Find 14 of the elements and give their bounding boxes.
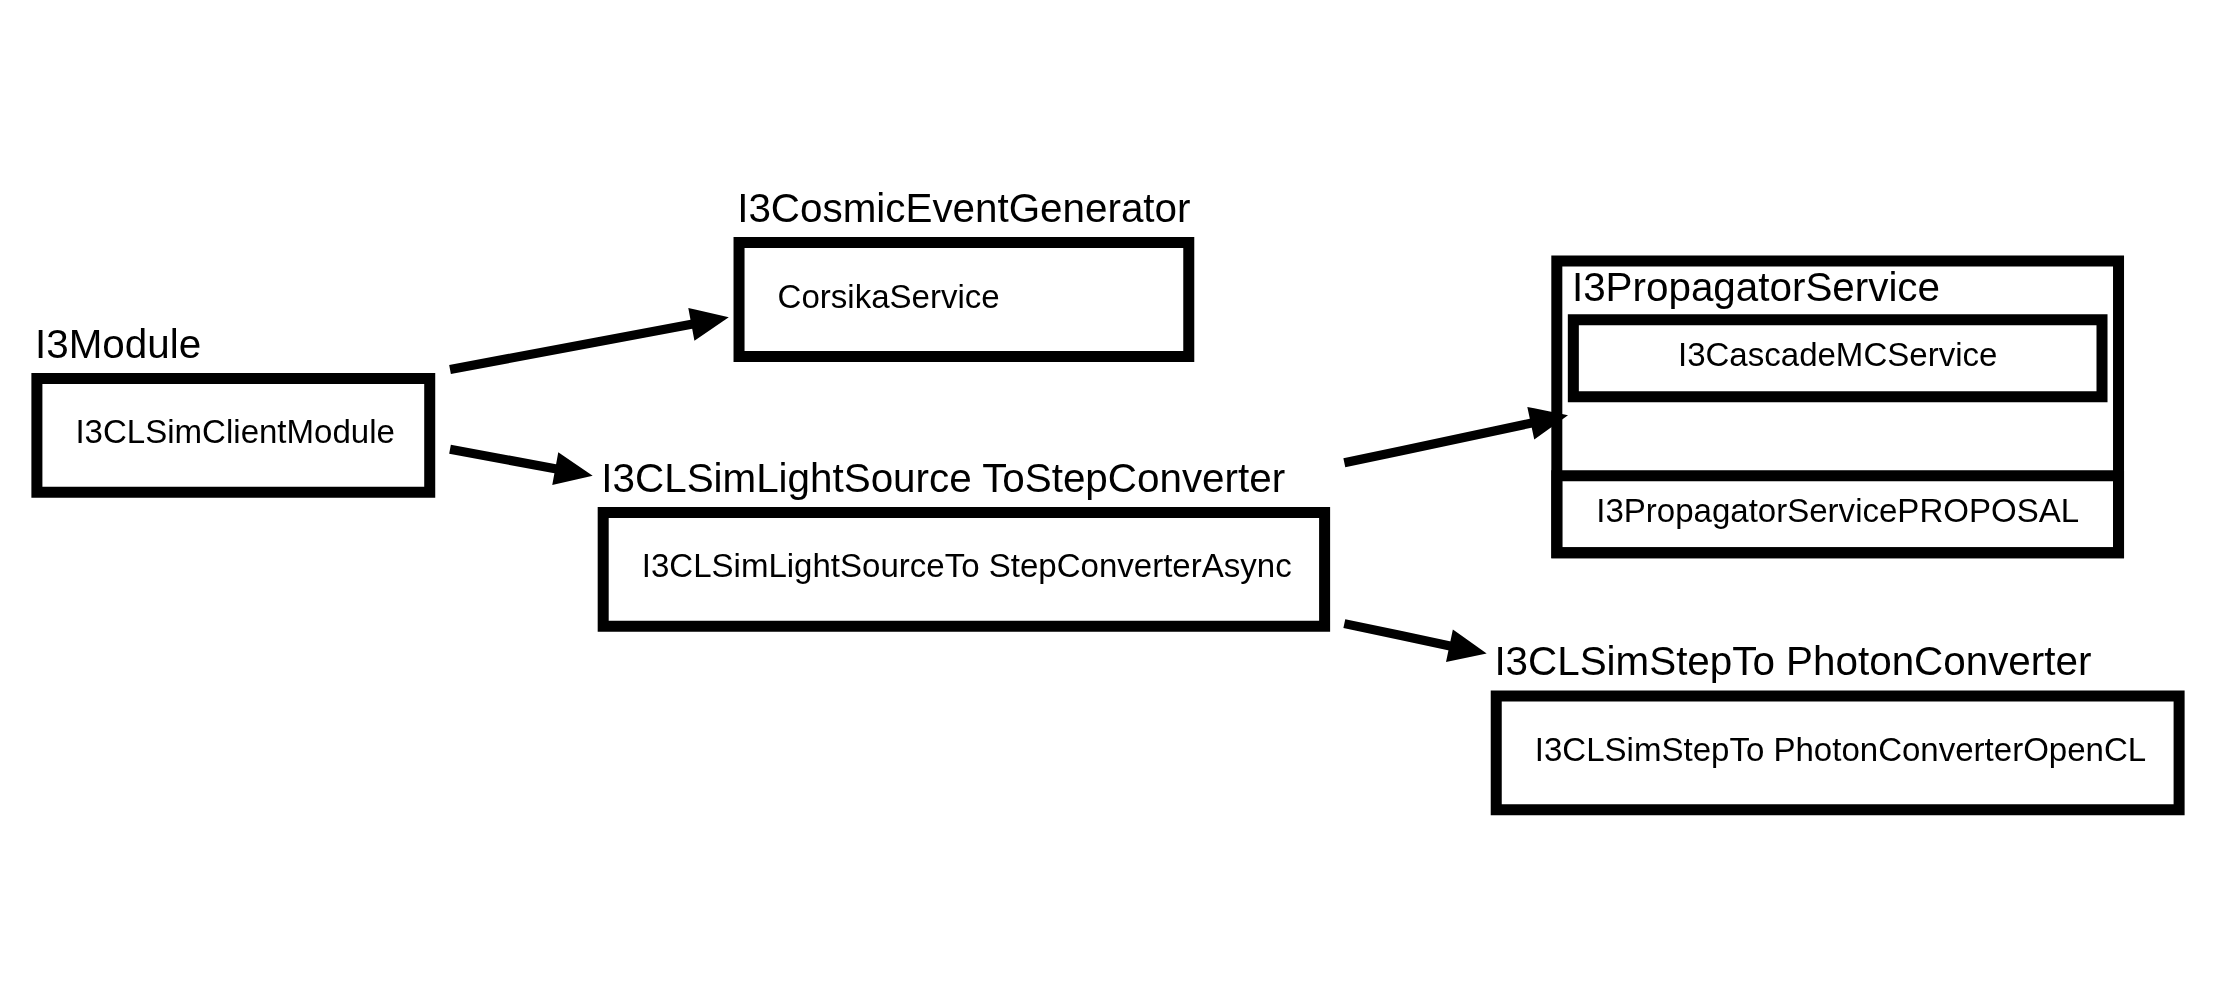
arrow (1343, 618, 1487, 662)
arrow (449, 444, 593, 485)
node-label: I3CosmicEventGenerator (737, 184, 1191, 231)
node-box: I3CLSimClientModule (31, 372, 436, 498)
node-box: I3CLSimLightSourceTo StepConverterAsync (597, 506, 1331, 632)
node-box: I3PropagatorServicePROPOSAL (1551, 469, 2125, 558)
node-box: CorsikaService (733, 236, 1195, 362)
node-box: I3CLSimStepTo PhotonConverterOpenCL (1490, 690, 2185, 815)
node-label: I3CLSimLightSource ToStepConverter (601, 454, 1286, 501)
node-label: I3Module (35, 320, 202, 366)
node-label: I3CLSimStepTo PhotonConverter (1494, 637, 2092, 684)
arrow (1343, 406, 1568, 467)
node-box: I3CascadeMCService (1567, 313, 2108, 402)
arrow (449, 307, 729, 374)
